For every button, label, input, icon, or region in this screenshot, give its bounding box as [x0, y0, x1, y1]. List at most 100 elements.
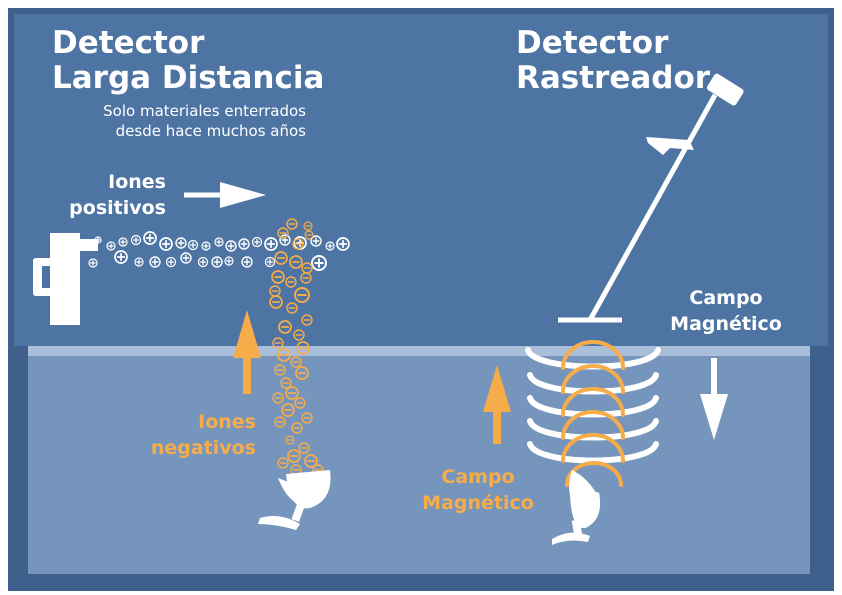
negative-ion-icon	[285, 386, 299, 400]
negative-ion-icon	[294, 287, 310, 303]
positive-ions-stream	[88, 231, 350, 271]
positive-ion-icon	[114, 250, 128, 264]
title-long-range-line1: Detector	[52, 25, 205, 61]
negative-ion-icon	[292, 238, 304, 250]
negative-ion-icon	[274, 251, 288, 265]
positive-ion-icon	[106, 241, 116, 251]
arrow-down-icon	[700, 358, 728, 440]
negative-ion-icon	[301, 412, 313, 424]
positive-ion-icon	[211, 256, 223, 268]
positive-ion-icon	[325, 241, 335, 251]
positive-ion-icon	[238, 238, 250, 250]
negative-ion-icon	[274, 364, 286, 376]
field-line	[527, 441, 659, 464]
field-line	[527, 395, 659, 418]
negative-ion-icon	[293, 329, 305, 341]
negative-ion-icon	[271, 270, 285, 284]
positive-ion-icon	[134, 257, 144, 267]
goblet-icon	[258, 470, 331, 530]
negative-ion-icon	[286, 302, 298, 314]
negative-ion-icon	[303, 221, 313, 231]
positive-ion-icon	[214, 237, 224, 247]
field-arc	[561, 364, 625, 394]
negative-ion-icon	[298, 442, 310, 454]
subtitle-line1: Solo materiales enterrados	[103, 102, 306, 120]
positive-ion-icon	[310, 235, 322, 247]
field-line	[527, 372, 659, 395]
field-arc	[561, 433, 625, 463]
positive-ion-icon	[264, 237, 278, 251]
electromagnetic-field	[525, 340, 661, 487]
negative-ion-icon	[287, 449, 301, 463]
label-positive-ions-line2: positivos	[69, 197, 166, 219]
negative-ion-icon	[286, 218, 298, 230]
negative-ion-icon	[294, 397, 306, 409]
title-tracker-line1: Detector	[516, 25, 669, 61]
negative-ion-icon	[300, 272, 312, 284]
positive-ion-icon	[264, 256, 276, 268]
positive-ion-icon	[180, 252, 192, 264]
positive-ion-icon	[187, 239, 199, 251]
positive-ion-icon	[175, 237, 187, 249]
negative-ion-icon	[301, 314, 313, 326]
negative-ion-icon	[272, 337, 284, 349]
subtitle-line2: desde hace muchos años	[115, 122, 306, 140]
negative-ion-icon	[278, 320, 292, 334]
negative-ion-icon	[272, 392, 284, 404]
label-magnetic-field-orange-line1: Campo	[441, 466, 515, 488]
field-arc	[565, 461, 623, 487]
positive-ion-icon	[88, 258, 98, 268]
label-magnetic-field-white-line1: Campo	[689, 287, 763, 309]
positive-ion-icon	[159, 237, 173, 251]
positive-ion-icon	[201, 241, 211, 251]
positive-ion-icon	[311, 255, 327, 271]
title-long-range-line2: Larga Distancia	[52, 60, 325, 96]
title-tracker-line2: Rastreador	[516, 60, 711, 96]
positive-ion-icon	[165, 256, 177, 268]
sky-area	[14, 14, 828, 346]
label-negative-ions-line2: negativos	[150, 437, 256, 459]
positive-ion-icon	[197, 256, 209, 268]
positive-ion-icon	[336, 237, 350, 251]
goblet-icon-tracker	[552, 470, 601, 545]
negative-ion-icon	[304, 454, 318, 468]
negative-ion-icon	[277, 457, 289, 469]
negative-ion-icon	[296, 341, 310, 355]
positive-ion-icon	[118, 237, 128, 247]
arrow-up-icon	[233, 310, 261, 394]
negative-ion-icon	[295, 366, 309, 380]
ground-surface-line	[28, 346, 810, 356]
tracker-detector-device	[558, 73, 744, 323]
negative-ion-icon	[280, 377, 292, 389]
negative-ion-icon	[274, 416, 286, 428]
label-positive-ions-line1: Iones	[108, 171, 166, 193]
field-line	[527, 418, 659, 441]
arrow-up-icon-field	[483, 365, 511, 444]
negative-ion-icon	[304, 230, 314, 240]
arrow-right-icon	[184, 182, 266, 208]
positive-ion-icon	[94, 236, 102, 244]
ground-area	[28, 346, 810, 574]
positive-ion-icon	[251, 236, 263, 248]
negative-ion-icon	[285, 435, 295, 445]
positive-ion-icon	[225, 240, 237, 252]
negative-ion-icon	[277, 348, 291, 362]
negative-ion-icon	[290, 356, 302, 368]
negative-ion-icon	[291, 422, 303, 434]
positive-ion-icon	[143, 231, 157, 245]
label-magnetic-field-orange-line2: Magnético	[422, 492, 534, 514]
label-negative-ions-line1: Iones	[198, 411, 256, 433]
positive-ion-icon	[130, 234, 142, 246]
field-arc	[561, 387, 625, 417]
positive-ion-icon	[241, 256, 253, 268]
negative-ion-icon	[285, 276, 297, 288]
negative-ion-icon	[269, 295, 283, 309]
field-arc	[561, 340, 625, 370]
label-magnetic-field-white-line2: Magnético	[670, 313, 782, 335]
negative-ion-icon	[281, 403, 295, 417]
long-range-detector-device	[33, 233, 98, 325]
positive-ion-icon	[149, 256, 161, 268]
negative-ion-icon	[289, 255, 303, 269]
negative-ions-stream	[269, 218, 324, 476]
